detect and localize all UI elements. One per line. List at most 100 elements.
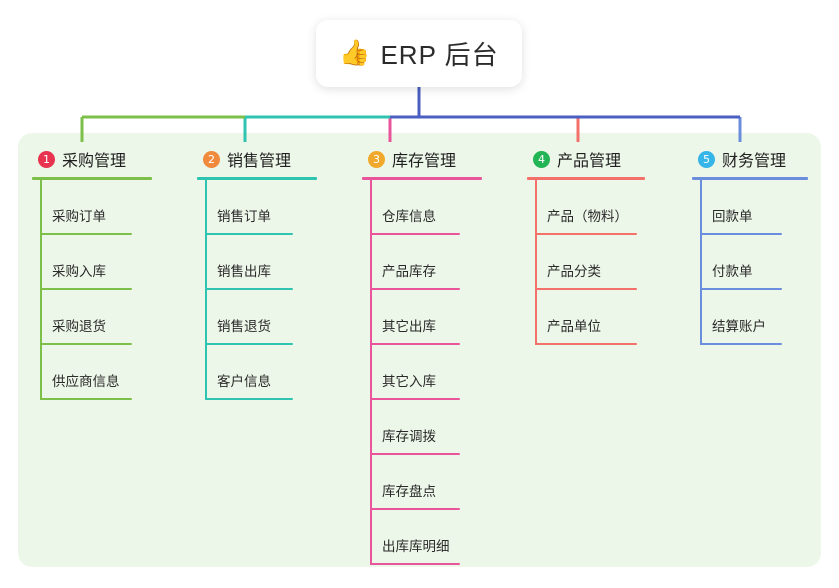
branch-item[interactable]: 客户信息 (205, 345, 348, 400)
branch-item-rule (370, 398, 460, 400)
branch-number-badge: 1 (38, 150, 55, 168)
branch-columns: 1 采购管理采购订单采购入库采购退货供应商信息 2 销售管理销售订单销售出库销售退货客… (18, 133, 821, 567)
branch-item[interactable]: 采购退货 (40, 290, 183, 345)
branch-column-3: 3 库存管理仓库信息产品库存其它出库其它入库库存调拨库存盘点出库库明细 (348, 146, 513, 567)
branch-item[interactable]: 出库库明细 (370, 510, 513, 565)
branch-item-label: 回款单 (712, 209, 753, 224)
branch-item-label: 库存盘点 (382, 484, 436, 499)
branch-item-label: 采购入库 (52, 264, 106, 279)
branch-column-5: 5 财务管理回款单付款单结算账户 (678, 146, 821, 567)
branch-spine (535, 180, 537, 345)
branch-item-label: 销售出库 (217, 264, 271, 279)
branch-item-rule (370, 453, 460, 455)
branch-item-rule (370, 563, 460, 565)
branch-item[interactable]: 产品分类 (535, 235, 678, 290)
branch-item-label: 付款单 (712, 264, 753, 279)
branch-item[interactable]: 销售出库 (205, 235, 348, 290)
branch-item[interactable]: 产品库存 (370, 235, 513, 290)
branch-title: 产品管理 (557, 153, 622, 170)
branch-item-rule (40, 343, 132, 345)
branch-item-rule (700, 343, 782, 345)
branch-item-list: 销售订单销售出库销售退货客户信息 (183, 180, 348, 400)
branch-item[interactable]: 仓库信息 (370, 180, 513, 235)
branch-item[interactable]: 其它入库 (370, 345, 513, 400)
branch-item-rule (535, 233, 637, 235)
branch-item-rule (370, 233, 460, 235)
branch-header-rule (197, 177, 317, 180)
branch-item-label: 其它出库 (382, 319, 436, 334)
branch-item[interactable]: 回款单 (700, 180, 821, 235)
branch-header-5[interactable]: 5 财务管理 (678, 146, 821, 172)
branch-item-rule (370, 508, 460, 510)
branch-item-rule (40, 233, 132, 235)
branch-item[interactable]: 付款单 (700, 235, 821, 290)
branch-item[interactable]: 产品单位 (535, 290, 678, 345)
branch-item-rule (40, 398, 132, 400)
branch-item[interactable]: 结算账户 (700, 290, 821, 345)
branch-item-rule (40, 288, 132, 290)
branch-item[interactable]: 供应商信息 (40, 345, 183, 400)
branch-header-rule (692, 177, 808, 180)
branch-item[interactable]: 采购订单 (40, 180, 183, 235)
root-node-card[interactable]: 👍 ERP 后台 (316, 20, 522, 87)
branch-item-label: 销售订单 (217, 209, 271, 224)
branch-spine (205, 180, 207, 400)
branch-item-label: 产品（物料） (547, 209, 628, 224)
branch-number-badge: 2 (203, 150, 220, 168)
branch-item-label: 库存调拨 (382, 429, 436, 444)
branch-item-label: 销售退货 (217, 319, 271, 334)
branch-title: 销售管理 (227, 153, 292, 170)
branch-item-label: 客户信息 (217, 374, 271, 389)
branch-item-label: 仓库信息 (382, 209, 436, 224)
branch-item-label: 采购退货 (52, 319, 106, 334)
branch-item-rule (205, 398, 293, 400)
branch-item[interactable]: 采购入库 (40, 235, 183, 290)
root-node-title: ERP 后台 (380, 40, 499, 70)
branch-item[interactable]: 其它出库 (370, 290, 513, 345)
branch-title: 采购管理 (62, 153, 127, 170)
branch-item-list: 采购订单采购入库采购退货供应商信息 (18, 180, 183, 400)
branch-title: 库存管理 (392, 153, 457, 170)
branch-number-badge: 4 (533, 150, 550, 168)
branch-item-rule (205, 233, 293, 235)
branch-item-label: 其它入库 (382, 374, 436, 389)
branch-item[interactable]: 库存调拨 (370, 400, 513, 455)
branch-number-badge: 3 (368, 150, 385, 168)
branch-number-badge: 5 (698, 150, 715, 168)
branch-item-label: 采购订单 (52, 209, 106, 224)
branch-column-2: 2 销售管理销售订单销售出库销售退货客户信息 (183, 146, 348, 567)
branches-panel (18, 133, 821, 567)
branch-spine (700, 180, 702, 345)
branch-item-label: 产品分类 (547, 264, 601, 279)
thumbs-up-icon: 👍 (339, 39, 371, 67)
branch-header-4[interactable]: 4 产品管理 (513, 146, 678, 172)
branch-item-rule (700, 288, 782, 290)
branch-item-rule (205, 343, 293, 345)
branch-item-label: 供应商信息 (52, 374, 120, 389)
branch-item[interactable]: 库存盘点 (370, 455, 513, 510)
branch-item-list: 产品（物料） 产品分类产品单位 (513, 180, 678, 345)
branch-title: 财务管理 (722, 153, 787, 170)
branch-header-2[interactable]: 2 销售管理 (183, 146, 348, 172)
branch-item-list: 回款单付款单结算账户 (678, 180, 821, 345)
branch-spine (40, 180, 42, 400)
branch-item-label: 出库库明细 (382, 539, 450, 554)
branch-item-rule (535, 343, 637, 345)
branch-spine (370, 180, 372, 565)
branch-item[interactable]: 销售退货 (205, 290, 348, 345)
branch-header-3[interactable]: 3 库存管理 (348, 146, 513, 172)
branch-item[interactable]: 产品（物料） (535, 180, 678, 235)
branch-item-rule (700, 233, 782, 235)
branch-header-1[interactable]: 1 采购管理 (18, 146, 183, 172)
branch-item-rule (535, 288, 637, 290)
branch-header-rule (362, 177, 482, 180)
branch-header-rule (527, 177, 645, 180)
branch-column-1: 1 采购管理采购订单采购入库采购退货供应商信息 (18, 146, 183, 567)
branch-item-rule (370, 288, 460, 290)
branch-item-list: 仓库信息产品库存其它出库其它入库库存调拨库存盘点出库库明细 (348, 180, 513, 565)
branch-column-4: 4 产品管理产品（物料） 产品分类产品单位 (513, 146, 678, 567)
branch-item-label: 产品单位 (547, 319, 601, 334)
branch-item[interactable]: 销售订单 (205, 180, 348, 235)
